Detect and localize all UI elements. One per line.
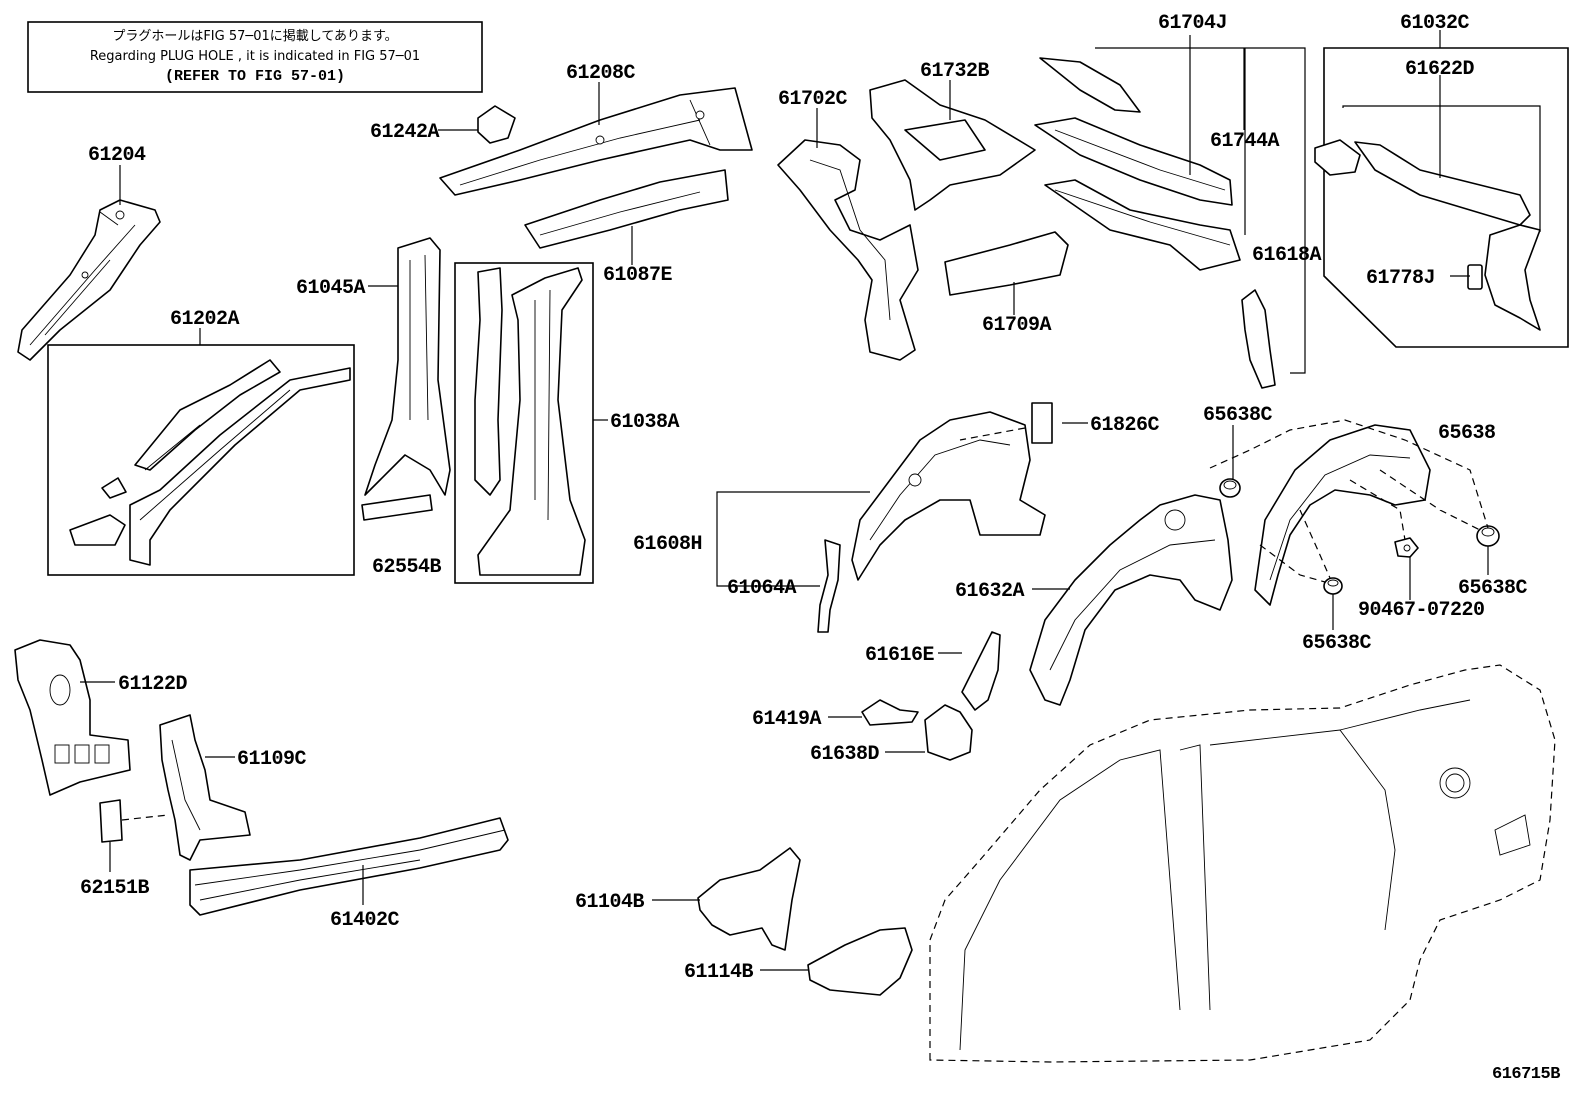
label-62151B: 62151B — [80, 877, 150, 900]
part-62151B — [99, 799, 123, 843]
part-61618A — [1241, 289, 1276, 389]
label-61638D: 61638D — [810, 743, 880, 766]
label-61622D: 61622D — [1405, 58, 1475, 81]
part-61732B — [869, 79, 1036, 211]
part-61208C — [439, 87, 753, 196]
label-90467-07220: 90467-07220 — [1358, 599, 1485, 622]
label-61744A: 61744A — [1210, 130, 1280, 153]
screw-90467-07220 — [1394, 537, 1419, 558]
label-61087E: 61087E — [603, 264, 673, 287]
label-61202A: 61202A — [170, 308, 240, 331]
part-61032C — [1484, 224, 1541, 331]
part-61638D — [924, 704, 973, 761]
part-61632A — [1029, 494, 1233, 706]
part-61702C — [777, 139, 919, 361]
label-61702C: 61702C — [778, 88, 848, 111]
label-61616E: 61616E — [865, 644, 935, 667]
label-61109C: 61109C — [237, 748, 307, 771]
part-61038A — [474, 267, 586, 576]
part-61778J — [1467, 264, 1483, 290]
group-box-61032C — [1323, 47, 1569, 348]
clip-65638C-top — [1219, 478, 1241, 498]
label-61204: 61204 — [88, 144, 146, 167]
label-61632A: 61632A — [955, 580, 1025, 603]
part-61114B — [807, 927, 913, 996]
part-65638 — [1254, 424, 1431, 606]
part-61202A — [69, 359, 351, 566]
label-61242A: 61242A — [370, 121, 440, 144]
part-61242A — [477, 105, 516, 144]
part-61204 — [17, 199, 161, 361]
part-61087E — [524, 169, 729, 249]
label-61618A: 61618A — [1252, 244, 1322, 267]
leader-lines — [80, 30, 1541, 971]
part-61402C — [189, 817, 509, 916]
assembly-dashes — [121, 419, 1489, 821]
label-61208C: 61208C — [566, 62, 636, 85]
label-61419A: 61419A — [752, 708, 822, 731]
part-61608H — [851, 411, 1046, 581]
label-65638: 65638 — [1438, 422, 1496, 445]
label-61038A: 61038A — [610, 411, 680, 434]
part-61104B — [697, 847, 801, 951]
note-line-2: Regarding PLUG HOLE , it is indicated in… — [90, 49, 420, 64]
part-61045A — [364, 237, 451, 496]
part-body-side-outer — [929, 664, 1556, 1063]
part-labels: 61204 61242A 61208C 61702C 61732B 61704J… — [80, 12, 1561, 1084]
part-61616E — [961, 631, 1001, 711]
clip-65638C-right — [1476, 525, 1500, 547]
plug-hole-note: プラグホールはFIG 57─01に掲載してあります。 Regarding PLU… — [27, 21, 483, 93]
label-61032C: 61032C — [1400, 12, 1470, 35]
part-61122D — [14, 639, 131, 796]
label-65638C-right: 65638C — [1458, 577, 1528, 600]
part-61064A — [817, 539, 841, 633]
part-61704J — [1034, 57, 1241, 271]
part-61709A — [944, 231, 1069, 296]
label-61778J: 61778J — [1366, 267, 1435, 290]
label-61064A: 61064A — [727, 577, 797, 600]
label-61704J: 61704J — [1158, 12, 1227, 35]
label-61608H: 61608H — [633, 533, 702, 556]
part-61826C — [1031, 402, 1053, 444]
label-65638C-top: 65638C — [1203, 404, 1273, 427]
part-61622D — [1314, 139, 1531, 226]
group-box-61202A — [47, 344, 355, 576]
label-61045A: 61045A — [296, 277, 366, 300]
label-61402C: 61402C — [330, 909, 400, 932]
label-62554B: 62554B — [372, 556, 442, 579]
label-61826C: 61826C — [1090, 414, 1160, 437]
label-61114B: 61114B — [684, 961, 754, 984]
note-line-1: プラグホールはFIG 57─01に掲載してあります。 — [112, 28, 397, 44]
bracket-61704J — [1095, 47, 1306, 374]
label-61104B: 61104B — [575, 891, 645, 914]
part-61109C — [159, 714, 251, 861]
part-61419A — [861, 699, 919, 726]
clip-65638C-bottom — [1323, 577, 1343, 595]
part-62554B — [361, 494, 433, 521]
label-61709A: 61709A — [982, 314, 1052, 337]
label-61732B: 61732B — [920, 60, 990, 83]
label-65638C-bottom: 65638C — [1302, 632, 1372, 655]
group-box-61038A — [454, 262, 594, 584]
figure-id: 616715B — [1492, 1065, 1560, 1084]
label-61122D: 61122D — [118, 673, 188, 696]
note-line-3: (REFER TO FIG 57-01) — [165, 68, 345, 85]
